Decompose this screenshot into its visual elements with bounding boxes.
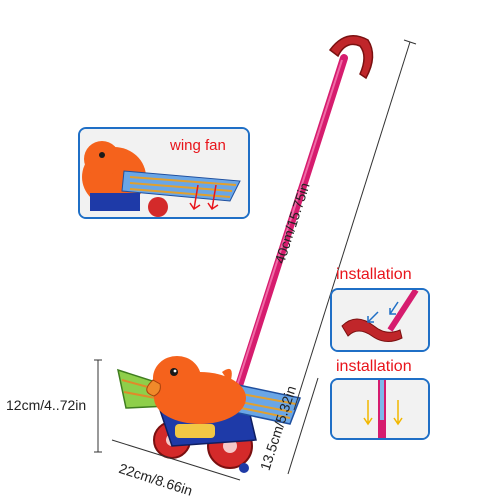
duck-head (153, 356, 201, 400)
installation-photo-bottom (332, 380, 428, 438)
installation-label-top: installation (336, 266, 412, 283)
installation-inset-top (330, 288, 430, 352)
installation-photo-top (332, 290, 428, 350)
arrow-icon (389, 301, 399, 315)
arrow-down-icon (207, 184, 219, 211)
wing-fan-photo (80, 129, 248, 217)
arrow-icon (367, 311, 379, 323)
arrow-down-icon (393, 400, 403, 426)
installation-inset-bottom (330, 378, 430, 440)
wing-fan-inset: wing fan (78, 127, 250, 219)
installation-label-bottom: installation (336, 358, 412, 375)
wing-fan-label: wing fan (170, 137, 226, 154)
arrow-down-icon (189, 184, 201, 211)
body-height-label: 12cm/4..72in (6, 397, 87, 413)
arrow-down-icon (363, 400, 373, 426)
duck-beak (146, 379, 161, 397)
push-pole (224, 54, 348, 424)
handle-grip (328, 35, 374, 80)
dimension-lines (94, 39, 417, 481)
